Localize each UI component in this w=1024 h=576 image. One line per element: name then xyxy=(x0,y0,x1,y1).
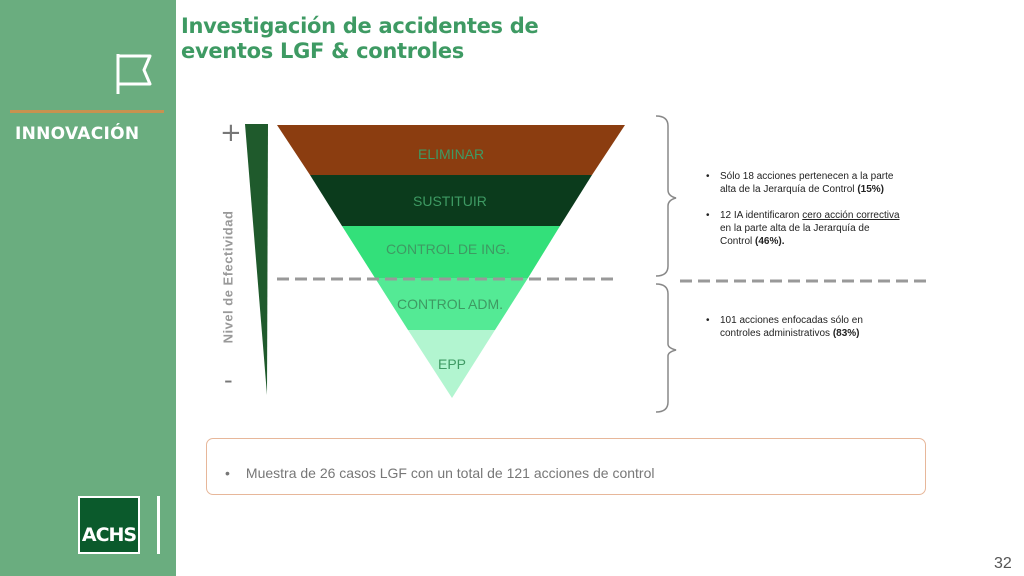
page-number: 32 xyxy=(994,555,1012,572)
sidebar: INNOVACIÓN ACHS xyxy=(0,0,176,576)
brace-bottom xyxy=(655,283,677,413)
note-item: 12 IA identificaron cero acción correcti… xyxy=(706,209,902,248)
section-label: INNOVACIÓN xyxy=(15,124,140,144)
note-underline: cero acción correctiva xyxy=(802,210,900,221)
note-bold: (83%) xyxy=(832,328,860,339)
summary-box: Muestra de 26 casos LGF con un total de … xyxy=(206,438,926,495)
note-item: Sólo 18 acciones pertenecen a la parte a… xyxy=(706,170,902,196)
note-bold: (15%) xyxy=(857,184,884,195)
note-bold: (46%). xyxy=(755,236,785,247)
level-label-epp: EPP xyxy=(438,356,467,372)
flag-icon xyxy=(116,54,152,94)
logo-text: ACHS xyxy=(81,524,137,546)
summary-text: Muestra de 26 casos LGF con un total de … xyxy=(225,465,655,481)
minus-sign: - xyxy=(224,366,233,394)
level-control-adm xyxy=(375,278,528,330)
effectiveness-wedge xyxy=(245,124,268,395)
notes-top: Sólo 18 acciones pertenecen a la parte a… xyxy=(706,170,902,248)
plus-sign: + xyxy=(220,118,242,148)
level-label-control-ing: CONTROL DE ING. xyxy=(386,241,510,257)
note-item: 101 acciones enfocadas sólo en controles… xyxy=(706,314,902,340)
note-text: Sólo 18 acciones pertenecen a la parte a… xyxy=(720,171,894,195)
note-text: 12 IA identificaron xyxy=(720,210,803,221)
level-eliminar xyxy=(277,125,625,175)
level-epp xyxy=(408,330,495,398)
level-label-eliminar: ELIMINAR xyxy=(418,146,485,162)
note-text: 101 acciones enfocadas sólo en controles… xyxy=(720,315,863,339)
note-text: en la parte alta de la Jerarquía de Cont… xyxy=(720,223,870,247)
title-line-2: eventos LGF & controles xyxy=(181,39,464,63)
level-label-sustituir: SUSTITUIR xyxy=(413,193,487,209)
page-title: Investigación de accidentes de eventos L… xyxy=(181,14,539,64)
notes-bottom: 101 acciones enfocadas sólo en controles… xyxy=(706,314,902,340)
title-line-1: Investigación de accidentes de xyxy=(181,14,539,38)
logo-divider xyxy=(157,496,160,554)
achs-logo: ACHS xyxy=(78,496,140,554)
section-divider xyxy=(10,110,164,113)
level-sustituir xyxy=(310,175,592,226)
brace-top xyxy=(655,115,677,277)
level-label-control-adm: CONTROL ADM. xyxy=(397,296,504,312)
level-control-ing xyxy=(342,226,560,278)
effectiveness-axis-label: Nivel de Efectividad xyxy=(220,210,236,344)
